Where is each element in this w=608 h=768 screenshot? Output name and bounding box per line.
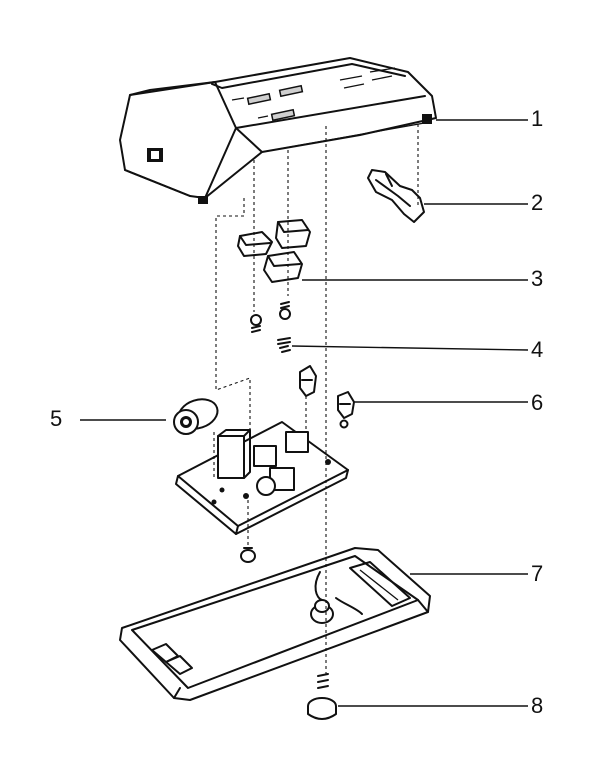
- callout-5: 5: [50, 406, 63, 431]
- circuit-board: [175, 421, 349, 535]
- part-4-screws: [250, 301, 291, 353]
- part-5-knob: [173, 398, 219, 435]
- callout-1: 1: [531, 106, 544, 131]
- callout-8: 8: [531, 693, 544, 718]
- callout-4: 4: [531, 337, 544, 362]
- board-screw: [240, 547, 256, 563]
- part-8-foot: [307, 673, 337, 720]
- part-1-top-housing: [119, 57, 437, 204]
- callout-7: 7: [531, 561, 544, 586]
- leader-lines: [80, 119, 529, 707]
- part-7-bottom-housing: [119, 547, 431, 701]
- part-6-clips: [299, 365, 355, 429]
- assembly-lines: [213, 124, 419, 676]
- part-3-buttons: [237, 219, 311, 283]
- callout-2: 2: [531, 190, 544, 215]
- callout-3: 3: [531, 266, 544, 291]
- callout-6: 6: [531, 390, 544, 415]
- part-2-clip: [367, 169, 425, 223]
